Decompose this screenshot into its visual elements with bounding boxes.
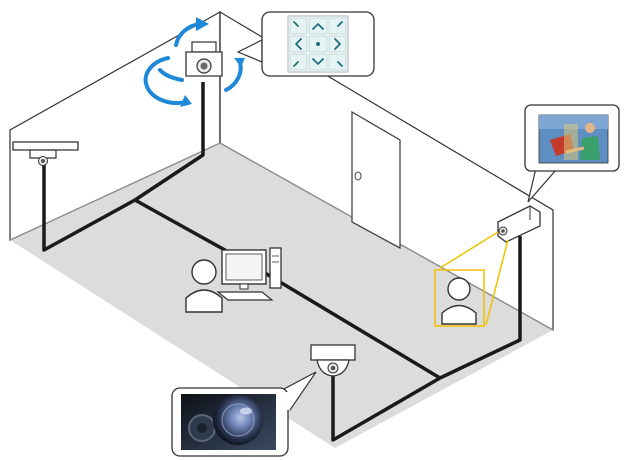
monitor-image-icon [538,114,609,164]
camera-lens-icon [181,394,276,450]
cable-wall-camera [439,236,522,380]
ptz-dome-camera-icon [185,41,223,77]
monitored-person-icon [441,277,477,325]
directional-pad-icon [287,15,349,73]
door-icon [351,110,401,250]
room-floor [10,143,553,448]
network-cables [42,82,522,442]
cable-dome [331,376,441,442]
lens-view-callout [171,371,317,457]
rotate-arrows-icon [143,17,245,107]
computer-icon [216,247,282,301]
operator-person-icon [185,259,223,313]
surveillance-image-callout [524,104,620,203]
box-camera-icon [12,141,79,166]
dome-camera-icon [310,344,356,377]
wall-camera-icon [497,205,541,243]
cable-box-left [42,160,136,252]
detection-frame [434,231,509,327]
room [9,10,554,448]
ptz-control-callout [236,11,375,77]
